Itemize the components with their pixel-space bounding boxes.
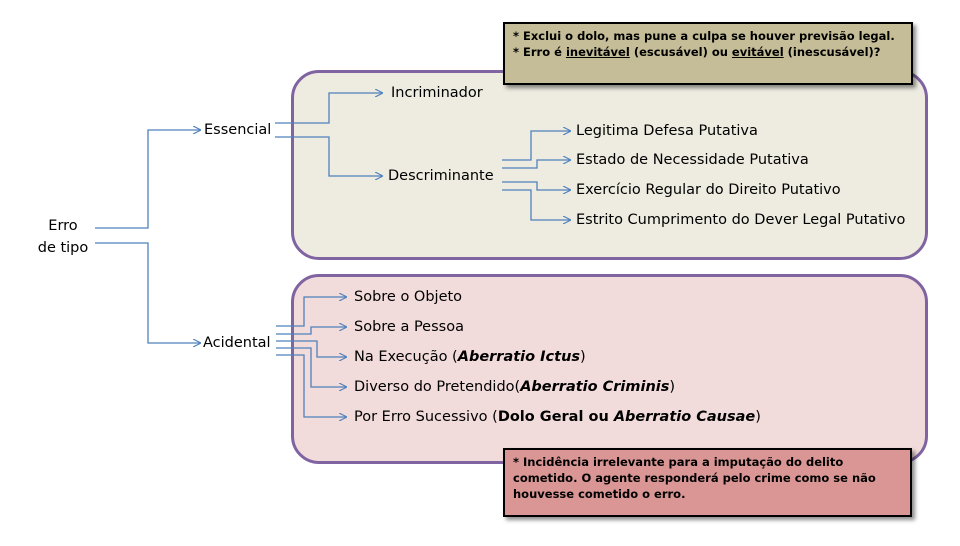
note-acidental: * Incidência irrelevante para a imputaçã…	[503, 448, 912, 517]
connector-acid-item1	[276, 297, 346, 327]
sucessivo-prefix: Por Erro Sucessivo (	[354, 409, 498, 425]
connector-desc-item1	[502, 131, 570, 161]
connector-acid-item2	[276, 327, 346, 335]
acidental-item-sucessivo: Por Erro Sucessivo (Dolo Geral ou Aberra…	[354, 408, 761, 426]
note-bottom-line1: * Incidência irrelevante para a imputaçã…	[513, 455, 844, 469]
note-top-line2-mid: (escusável) ou	[629, 45, 732, 59]
note-top-evitavel: evitável	[731, 45, 784, 59]
connector-desc-item2	[502, 160, 570, 169]
note-top-line2-prefix: * Erro é	[513, 45, 566, 59]
note-top-inevitavel: inevitável	[565, 45, 630, 59]
note-top-line2-suffix: (inescusável)?	[783, 45, 881, 59]
acidental-item-execucao: Na Execução (Aberratio Ictus)	[354, 348, 586, 366]
descriminante-item-estrito-cumprimento: Estrito Cumprimento do Dever Legal Putat…	[576, 212, 906, 228]
essencial-label: Essencial	[204, 122, 272, 138]
sucessivo-suffix: )	[755, 409, 761, 425]
descriminante-item-legitima-defesa: Legitima Defesa Putativa	[576, 123, 758, 139]
execucao-suffix: )	[580, 349, 586, 365]
note-essencial: * Exclui o dolo, mas pune a culpa se hou…	[503, 22, 913, 85]
acidental-item-pretendido: Diverso do Pretendido(Aberratio Criminis…	[354, 378, 675, 396]
sucessivo-dolo-geral: Dolo Geral ou	[497, 409, 614, 425]
connector-desc-item4	[502, 189, 570, 220]
connector-root-acidental	[95, 242, 200, 343]
connector-desc-item3	[502, 181, 570, 190]
descriminante-item-exercicio-regular: Exercício Regular do Direito Putativo	[576, 182, 841, 198]
execucao-latin: Aberratio Ictus	[457, 349, 581, 365]
connector-acid-item4	[276, 347, 346, 387]
root-line2: de tipo	[37, 240, 89, 256]
root-label: Erro de tipo	[22, 215, 104, 259]
descriminante-label: Descriminante	[388, 168, 494, 184]
root-line1: Erro	[48, 218, 78, 234]
sucessivo-latin: Aberratio Causae	[613, 409, 756, 425]
note-bottom-line3: houvesse cometido o erro.	[513, 487, 686, 501]
acidental-item-pessoa: Sobre a Pessoa	[354, 319, 464, 335]
descriminante-item-estado-necessidade: Estado de Necessidade Putativa	[576, 152, 809, 168]
acidental-item-objeto: Sobre o Objeto	[354, 289, 463, 305]
pretendido-latin: Aberratio Criminis	[520, 379, 670, 395]
acidental-panel	[291, 274, 928, 464]
connector-root-essencial	[95, 130, 200, 229]
note-top-line1: * Exclui o dolo, mas pune a culpa se hou…	[513, 29, 895, 43]
note-top-line2: * Erro é inevitável (escusável) ou evitá…	[513, 44, 903, 60]
pretendido-prefix: Diverso do Pretendido(	[354, 379, 521, 395]
note-bottom-line2: cometido. O agente responderá pelo crime…	[513, 471, 876, 485]
acidental-label: Acidental	[203, 335, 271, 351]
execucao-prefix: Na Execução (	[354, 349, 458, 365]
connector-essencial-descriminante	[275, 136, 382, 176]
connector-acid-item5	[276, 354, 346, 417]
connector-essencial-incriminador	[275, 93, 382, 124]
pretendido-suffix: )	[669, 379, 676, 395]
incriminador-label: Incriminador	[391, 85, 483, 101]
connector-acid-item3	[276, 340, 346, 357]
